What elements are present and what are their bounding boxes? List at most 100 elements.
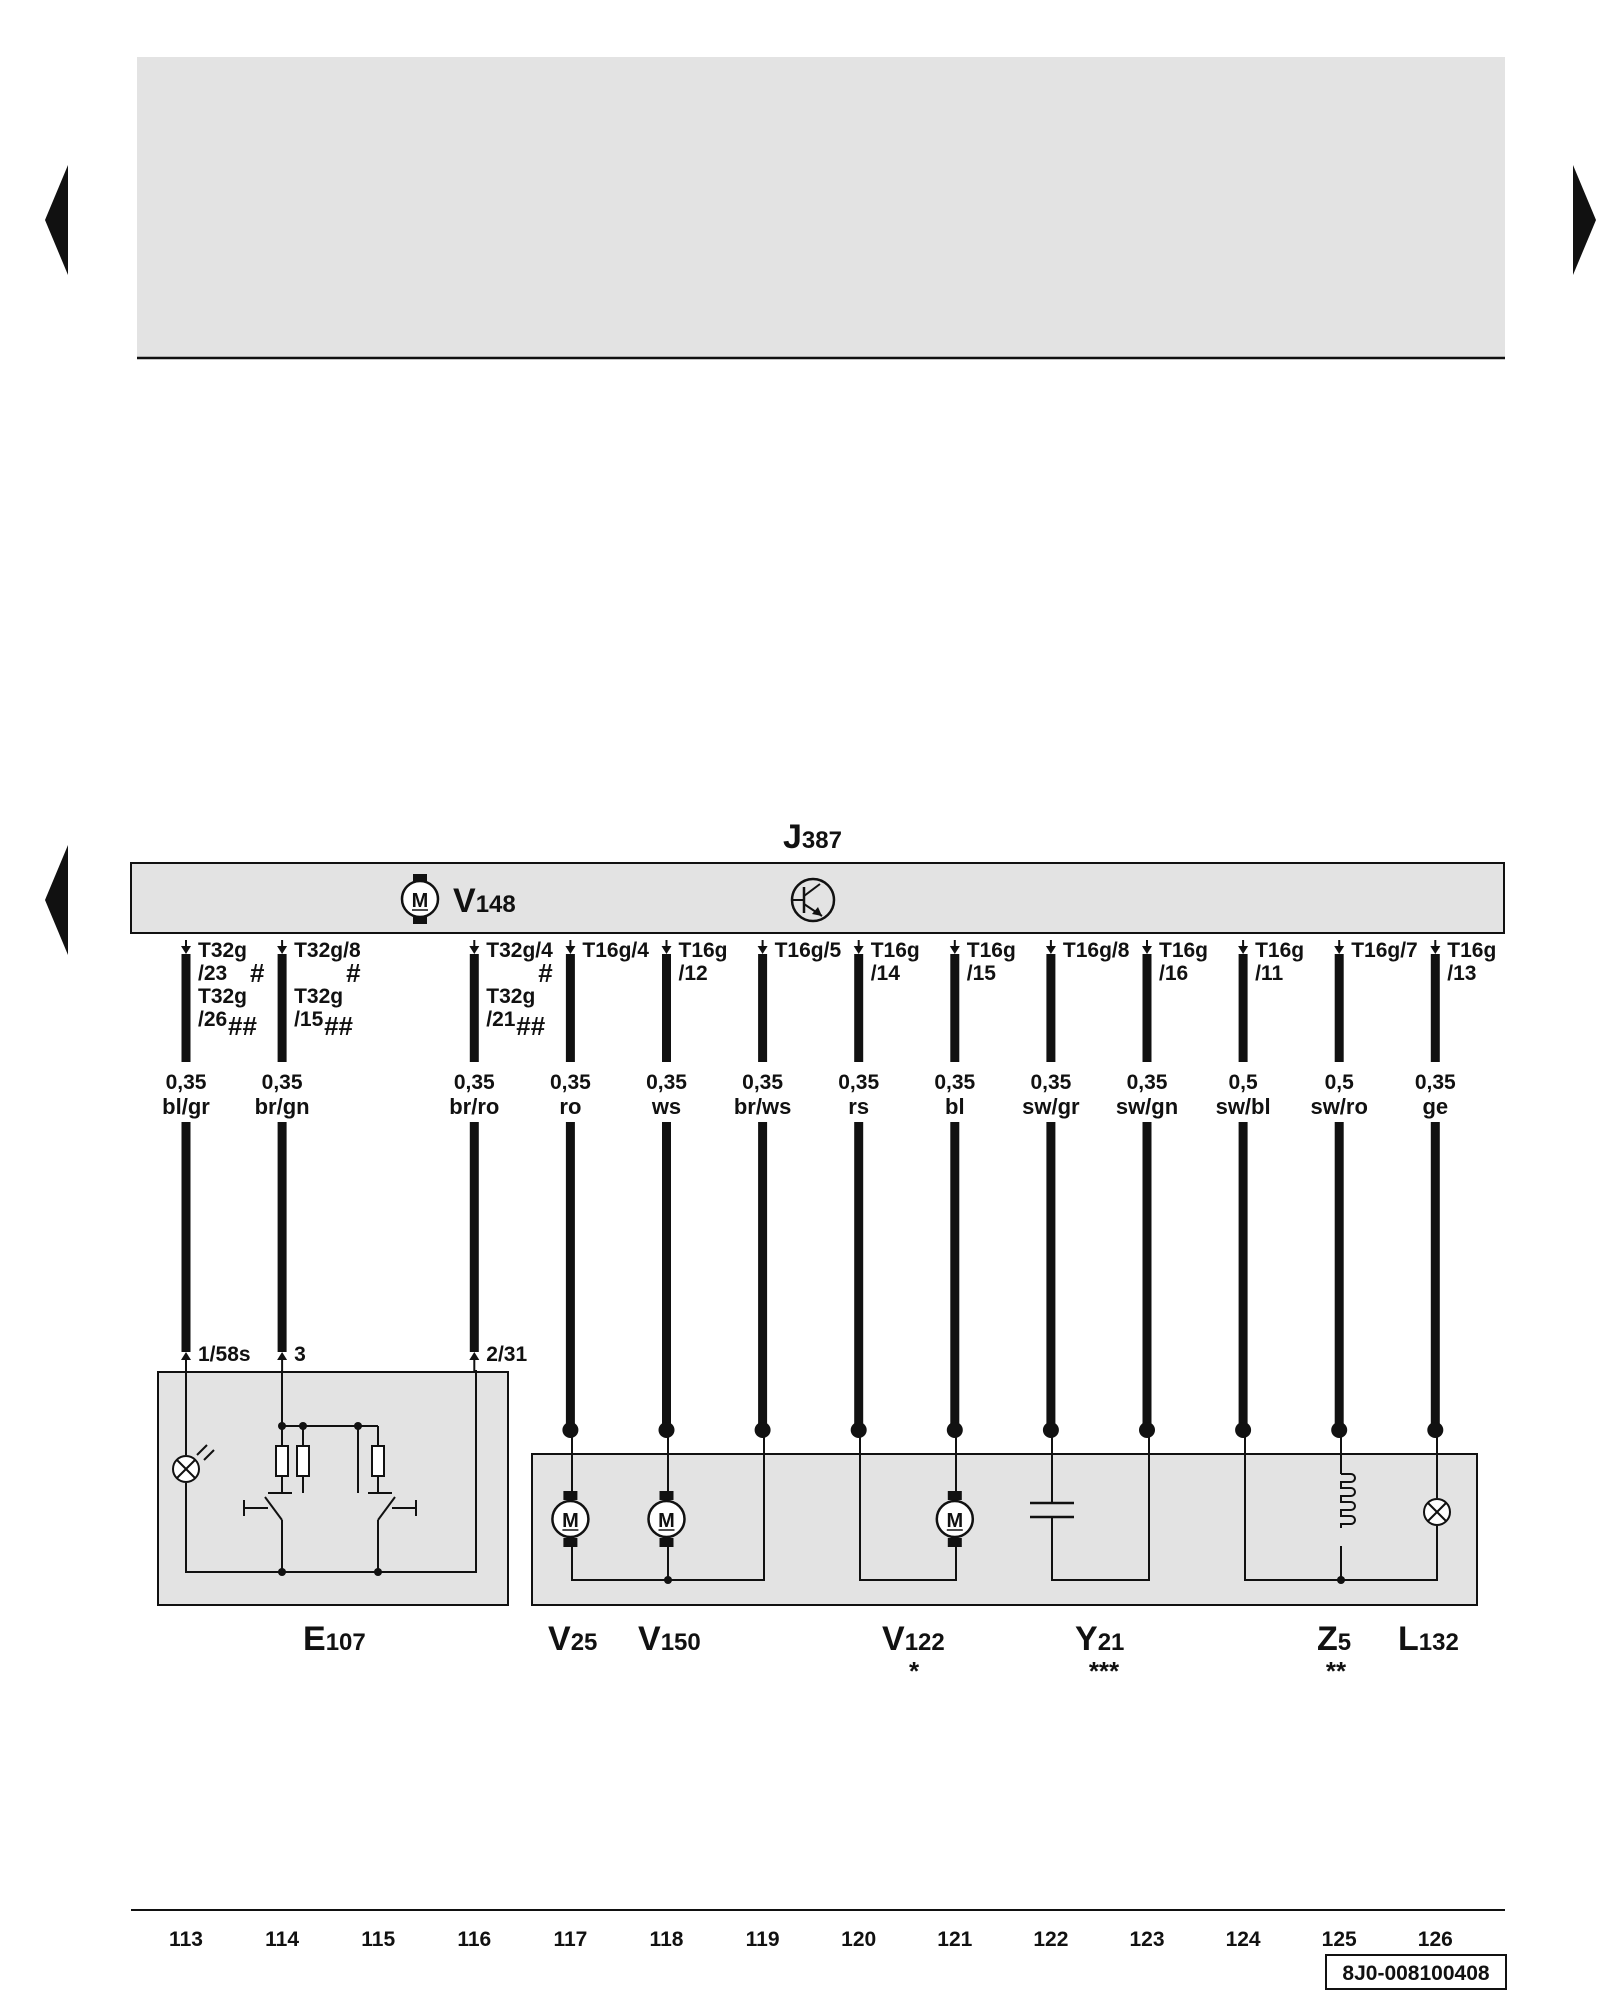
wire-color: ws: [651, 1094, 681, 1119]
wire-size: 0,5: [1228, 1071, 1258, 1094]
column-number: 114: [265, 1928, 299, 1951]
svg-text:M: M: [562, 1510, 579, 1532]
lamp-icon: [1423, 1498, 1451, 1526]
doc-number: 8J0-008100408: [1342, 1962, 1489, 1985]
column-number: 118: [650, 1928, 684, 1951]
pin-label: /14: [871, 962, 901, 985]
wire-size: 0,35: [934, 1071, 975, 1094]
column-number: 121: [937, 1928, 972, 1951]
connector-dot: [1042, 1422, 1059, 1438]
pin-arrow: [1430, 946, 1441, 954]
junction-dots: [278, 1422, 382, 1576]
column-number: 125: [1322, 1928, 1357, 1951]
control-unit-label: J387: [783, 818, 842, 856]
connector-dot: [946, 1422, 963, 1438]
pin-label: T16g: [679, 939, 728, 962]
nav-prev-icon[interactable]: [45, 845, 68, 955]
component-label: Y21: [1075, 1620, 1124, 1658]
column-number: 116: [457, 1928, 491, 1951]
component-label: Z5: [1317, 1620, 1351, 1658]
pin-arrow: [1142, 946, 1152, 954]
terminal-arrow: [181, 1352, 191, 1360]
terminal-arrow: [469, 1352, 480, 1360]
svg-text:M: M: [658, 1510, 675, 1532]
nav-next-icon[interactable]: [1573, 165, 1596, 275]
control-unit-box: [130, 862, 1505, 934]
wire-color: sw/ro: [1310, 1094, 1367, 1119]
column-number: 119: [746, 1928, 780, 1951]
wire-size: 0,35: [262, 1071, 303, 1094]
pin-label: T16g/8: [1063, 939, 1130, 962]
column-number: 120: [841, 1928, 876, 1951]
wire-size: 0,35: [1127, 1071, 1168, 1094]
pin-label: /13: [1447, 962, 1476, 985]
column-number: 113: [169, 1928, 203, 1951]
column-number: 117: [553, 1928, 587, 1951]
pin-label: T16g: [1159, 939, 1208, 962]
internal-motor-label: V148: [453, 882, 516, 920]
wire-color: sw/gr: [1022, 1094, 1080, 1119]
variant-mark: ##: [228, 1011, 257, 1041]
switch-icon: [243, 1492, 417, 1521]
motor-icon: M: [647, 1491, 686, 1547]
connector-dot: [1331, 1422, 1348, 1438]
connector-dot: [1427, 1422, 1444, 1438]
wire-color: bl/gr: [162, 1094, 210, 1119]
pin-label-alt: T32g: [198, 985, 247, 1008]
svg-text:M: M: [946, 1510, 963, 1532]
nav-prev-icon[interactable]: [45, 165, 68, 275]
actuator-internal-circuit: [571, 1432, 1438, 1581]
column-number: 123: [1129, 1928, 1164, 1951]
column-number: 115: [361, 1928, 395, 1951]
wire-color: ge: [1422, 1094, 1448, 1119]
pin-label: T16g: [871, 939, 920, 962]
resistor-icon: [275, 1445, 385, 1477]
variant-mark: #: [346, 958, 361, 988]
terminal-arrow: [277, 1352, 288, 1360]
capacitor-icon: [1030, 1501, 1074, 1519]
wire-size: 0,35: [742, 1071, 783, 1094]
header-panel: [137, 57, 1505, 357]
connector-dot: [754, 1422, 771, 1438]
pin-label: /23: [198, 962, 227, 985]
variant-mark: ##: [324, 1011, 353, 1041]
connector-dot: [1139, 1422, 1155, 1438]
component-mark: **: [1326, 1656, 1347, 1686]
pin-arrow: [949, 946, 960, 954]
wire-size: 0,35: [646, 1071, 687, 1094]
wire-color: ro: [559, 1094, 581, 1119]
variant-mark: ##: [516, 1011, 545, 1041]
column-number: 124: [1226, 1928, 1261, 1951]
terminal-label: 3: [294, 1343, 306, 1366]
pin-label-alt: T32g: [486, 985, 535, 1008]
heater-coil-icon: [1340, 1473, 1356, 1528]
connector-dot: [850, 1422, 867, 1438]
motor-icon: M: [551, 1491, 590, 1547]
pin-arrow: [757, 946, 768, 954]
pin-label-alt: /21: [486, 1008, 516, 1031]
pin-arrow: [181, 946, 191, 954]
wires-layer: T32g/23T32g/26###0,35bl/gr1/58sT32g/8T32…: [162, 939, 1496, 1438]
pin-arrow: [1334, 946, 1345, 954]
pin-label: T16g/7: [1351, 939, 1418, 962]
connector-dot: [658, 1422, 675, 1438]
wire-size: 0,35: [166, 1071, 207, 1094]
pin-label: T32g: [198, 939, 247, 962]
pin-label: T16g/5: [775, 939, 842, 962]
pin-label-alt: T32g: [294, 985, 343, 1008]
pin-label: /16: [1159, 962, 1188, 985]
pin-label: T16g: [1255, 939, 1304, 962]
motor-icon: M: [400, 874, 440, 924]
variant-mark: #: [538, 958, 553, 988]
column-number: 122: [1033, 1928, 1068, 1951]
wire-size: 0,35: [1030, 1071, 1071, 1094]
transistor-icon: [790, 877, 836, 923]
motor-icon: M: [935, 1491, 975, 1547]
pin-label: T16g: [1447, 939, 1496, 962]
junction-dots: [664, 1576, 1345, 1584]
wire-size: 0,35: [838, 1071, 879, 1094]
